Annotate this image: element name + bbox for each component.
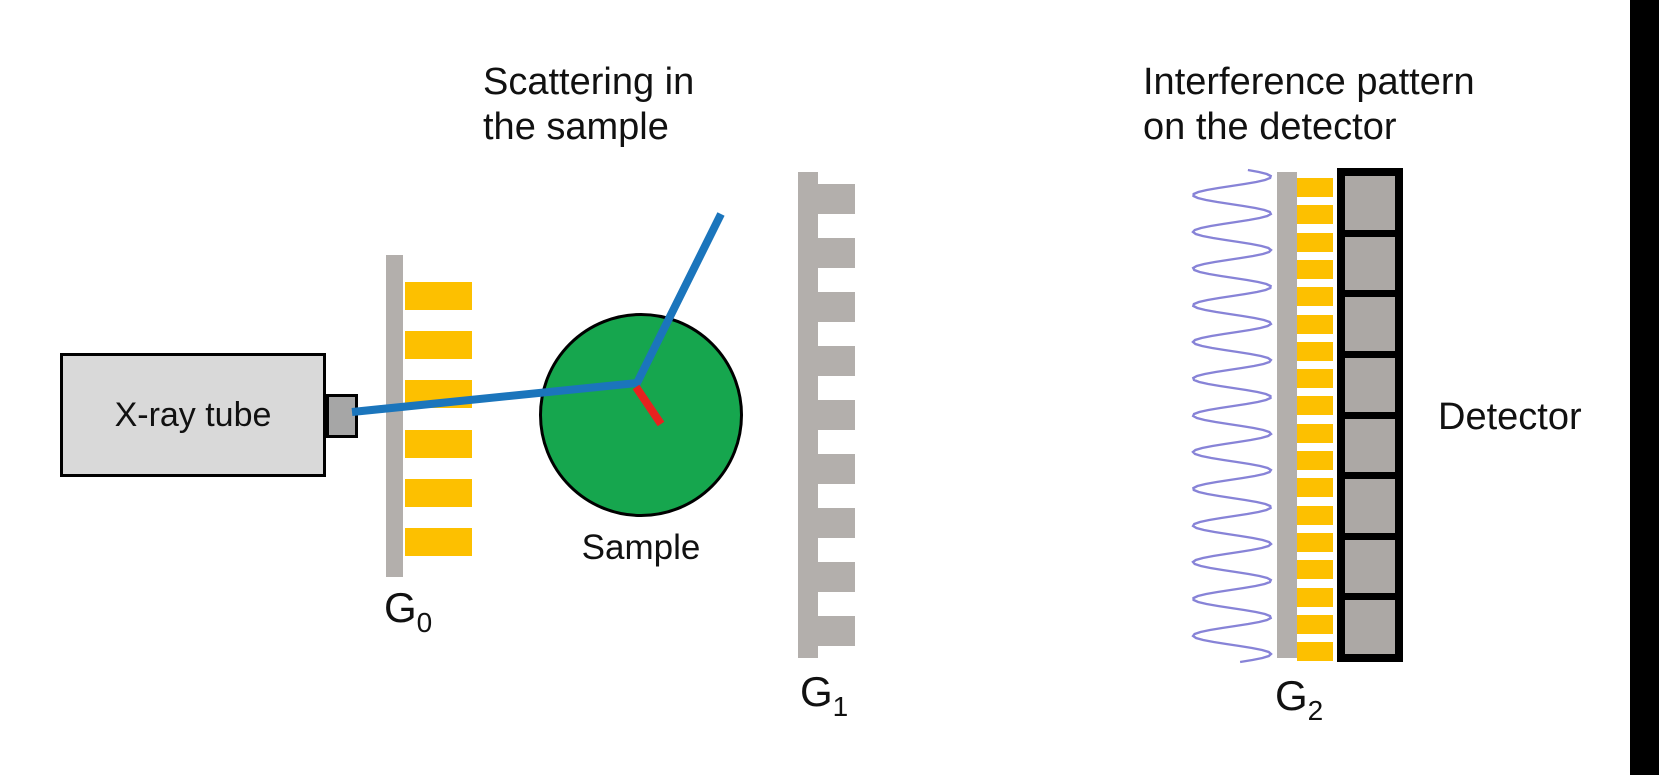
detector-cell — [1345, 357, 1395, 412]
g2-grating-bar — [1297, 287, 1333, 307]
detector-cell — [1345, 176, 1395, 230]
g1-grating-tooth — [818, 292, 855, 322]
sample-label: Sample — [581, 528, 701, 567]
annotation-scattering-line1: Scattering in — [483, 61, 695, 103]
g1-grating-tooth — [818, 400, 855, 430]
detector-cell — [1345, 418, 1395, 473]
screen-edge-black-bar — [1630, 0, 1659, 775]
g2-grating-bar — [1297, 478, 1333, 498]
g2-grating-bar — [1297, 614, 1333, 634]
g2-grating-bar — [1297, 396, 1333, 416]
annotation-scattering: Scattering in the sample — [483, 60, 694, 150]
xray-tube-label: X-ray tube — [114, 395, 272, 434]
xray-tube-box: X-ray tube — [60, 353, 326, 477]
g2-grating-bar — [1297, 560, 1333, 580]
interference-wave-path — [1191, 168, 1273, 664]
g0-label-base: G — [384, 584, 417, 631]
annotation-interference-line2: on the detector — [1143, 105, 1397, 148]
g1-label: G1 — [800, 668, 848, 721]
detector-cell — [1345, 539, 1395, 594]
g2-grating-bar — [1297, 505, 1333, 525]
annotation-interference-line1: Interference pattern — [1143, 61, 1475, 103]
g2-label-subscript: 2 — [1307, 695, 1324, 726]
g2-grating-bar — [1297, 232, 1333, 252]
g2-grating-bar — [1297, 587, 1333, 607]
g2-label: G2 — [1275, 672, 1323, 725]
g0-grating-bar — [405, 380, 472, 409]
detector-cell — [1345, 479, 1395, 533]
g0-grating-bars — [405, 282, 472, 604]
g1-grating-tooth — [818, 616, 855, 646]
g1-grating-tooth — [818, 238, 855, 268]
g2-grating-bar — [1297, 642, 1333, 662]
g1-grating-tooth — [818, 508, 855, 538]
detector-cell — [1345, 297, 1395, 351]
g1-grating-tooth — [818, 346, 855, 376]
g2-grating-bar — [1297, 259, 1333, 279]
g1-grating-spine — [798, 172, 818, 658]
detector-label: Detector — [1438, 396, 1582, 438]
g0-grating-bar — [405, 282, 472, 310]
g0-grating-bar — [405, 478, 472, 507]
g2-grating-bar — [1297, 314, 1333, 334]
annotation-interference: Interference pattern on the detector — [1143, 60, 1475, 150]
g1-label-subscript: 1 — [832, 691, 849, 722]
g0-grating-spine — [386, 255, 403, 577]
g1-label-base: G — [800, 668, 833, 715]
g2-grating-bar — [1297, 178, 1333, 197]
g0-label: G0 — [384, 584, 432, 637]
sample-circle — [539, 313, 743, 517]
detector-cell — [1345, 600, 1395, 654]
g2-label-base: G — [1275, 672, 1308, 719]
xray-tube-nozzle — [326, 394, 358, 438]
g2-grating-bar — [1297, 205, 1333, 225]
g0-label-subscript: 0 — [416, 607, 433, 638]
g0-grating-bar — [405, 429, 472, 458]
g2-grating-bar — [1297, 369, 1333, 389]
annotation-scattering-line2: the sample — [483, 105, 669, 148]
g1-grating-tooth — [818, 562, 855, 592]
g2-grating-bar — [1297, 341, 1333, 361]
g1-grating-teeth — [818, 184, 855, 658]
interference-wave — [1191, 168, 1273, 664]
g2-grating-bar — [1297, 423, 1333, 443]
g0-grating-bar — [405, 331, 472, 360]
g2-grating-bar — [1297, 451, 1333, 470]
detector-array — [1337, 168, 1403, 662]
g2-grating-bars — [1297, 178, 1333, 662]
g1-grating-tooth — [818, 184, 855, 214]
g1-grating-tooth — [818, 454, 855, 484]
g2-grating-spine — [1277, 172, 1297, 658]
g2-grating-bar — [1297, 532, 1333, 552]
detector-cell — [1345, 236, 1395, 291]
g0-grating-bar — [405, 528, 472, 556]
